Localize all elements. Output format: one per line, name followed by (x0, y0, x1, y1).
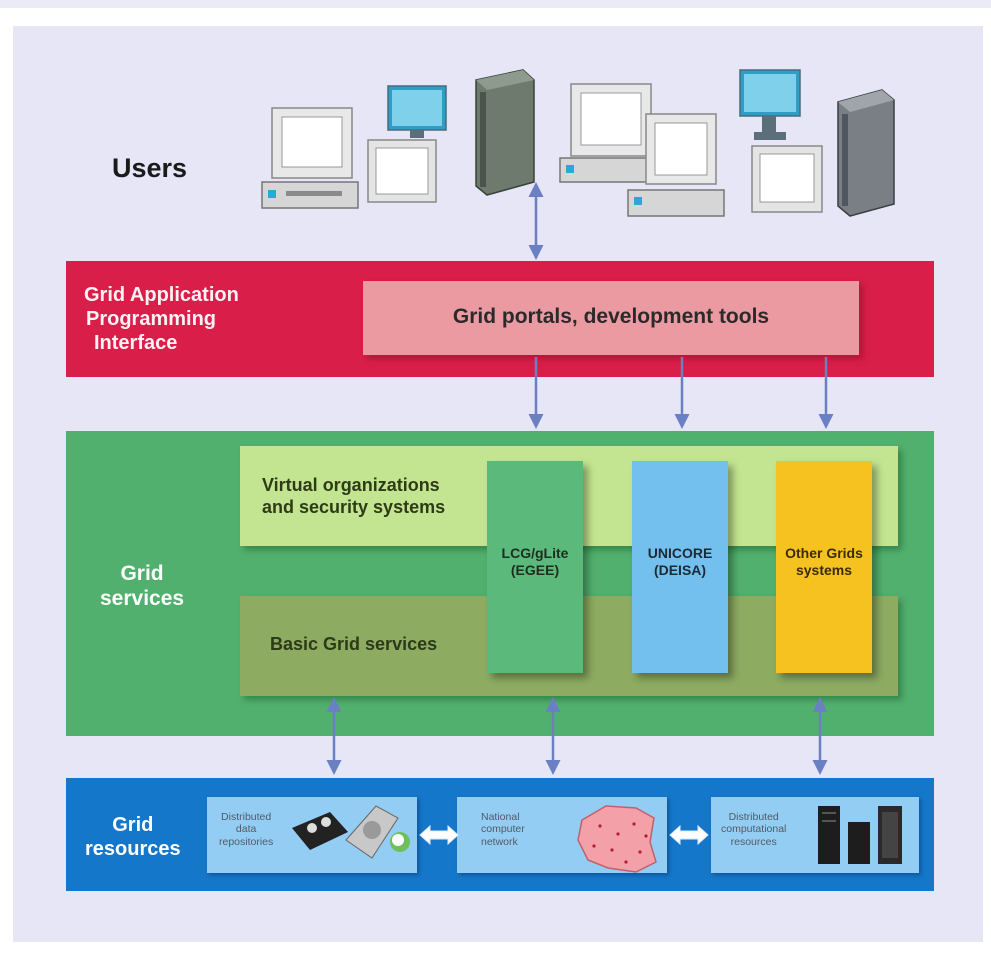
resource-text-line: National (481, 811, 520, 823)
resource-text-line: repositories (219, 835, 274, 848)
vo-label-line: Virtual organizations (262, 475, 440, 495)
grid-portals-box (363, 281, 859, 355)
column-label-line: UNICORE (647, 545, 713, 561)
resource-text-line: Distributed (728, 811, 779, 823)
virtual-organizations-label: Virtual organizations and security syste… (262, 475, 445, 518)
api-label-line: Grid Application (84, 284, 239, 306)
resources-label-line: resources (85, 838, 181, 860)
resource-text-line: computer (481, 823, 525, 836)
column-label-line: systems (795, 561, 853, 578)
api-layer-label: Grid Application Programming Interface (84, 283, 239, 355)
services-layer-label: Grid services (100, 561, 184, 611)
lcg-glite-label: LCG/gLite (EGEE) (487, 545, 583, 579)
top-border (0, 0, 991, 8)
lcg-glite-column (487, 461, 583, 673)
users-label: Users (112, 153, 188, 183)
column-label-line: (EGEE) (510, 561, 560, 578)
services-label-line: services (100, 587, 185, 611)
resources-layer-label: Grid resources (85, 813, 181, 861)
column-label-line: (DEISA) (653, 561, 707, 578)
resources-label-line: Grid (112, 814, 154, 836)
grid-portals-label: Grid portals, development tools (452, 305, 770, 328)
api-label-line: Interface (94, 332, 178, 354)
data-repositories-text: Distributed data repositories (219, 811, 273, 848)
resource-text-line: Distributed (221, 811, 272, 823)
other-grids-column (776, 461, 872, 673)
resource-text-line: computational (721, 823, 787, 836)
services-label-line: Grid (120, 562, 164, 585)
column-label-line: LCG/gLite (501, 545, 569, 561)
unicore-label: UNICORE (DEISA) (632, 545, 728, 579)
vo-label-line: and security systems (262, 496, 446, 517)
resource-text-line: network (481, 835, 518, 848)
computer-network-text: National computer network (481, 811, 525, 848)
api-label-line: Programming (86, 308, 217, 330)
unicore-column (632, 461, 728, 673)
network-compute-link-arrow (669, 824, 709, 846)
resource-text-line: data (235, 823, 257, 836)
computational-resources-text: Distributed computational resources (721, 811, 786, 848)
resource-text-line: resources (730, 835, 777, 848)
basic-grid-services-label: Basic Grid services (270, 634, 438, 654)
column-label-line: Other Grids (785, 545, 863, 561)
data-network-link-arrow (419, 824, 459, 846)
other-grids-label: Other Grids systems (776, 545, 872, 579)
